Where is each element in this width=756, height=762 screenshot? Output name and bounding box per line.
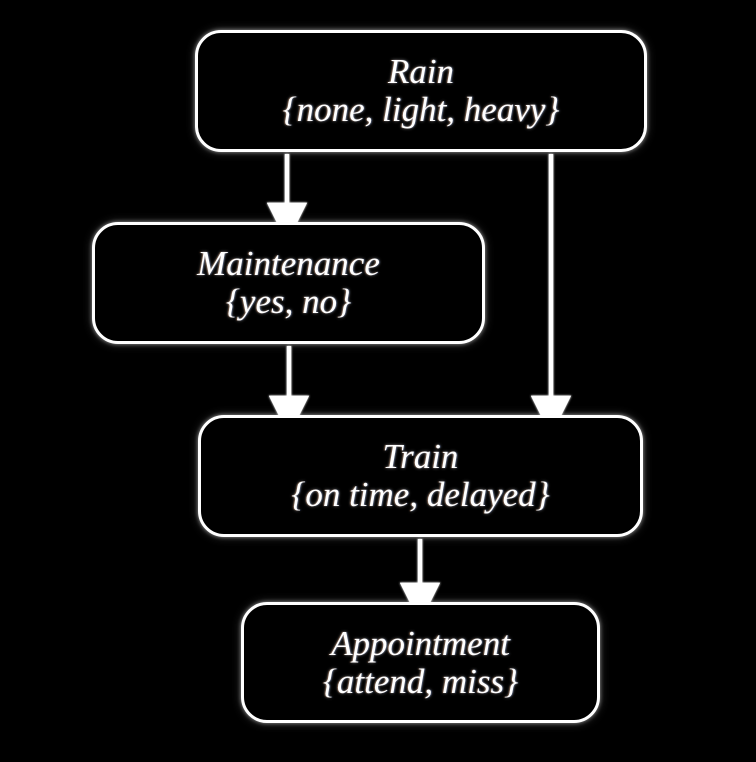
node-train-states: {on time, delayed} xyxy=(291,475,550,514)
node-rain[interactable]: Rain {none, light, heavy} xyxy=(195,30,647,152)
node-appointment[interactable]: Appointment {attend, miss} xyxy=(241,602,600,723)
node-train[interactable]: Train {on time, delayed} xyxy=(198,415,643,537)
node-train-label: Train xyxy=(382,437,459,477)
node-rain-label: Rain xyxy=(387,52,455,92)
node-maintenance[interactable]: Maintenance {yes, no} xyxy=(92,222,485,344)
node-rain-states: {none, light, heavy} xyxy=(282,90,560,129)
node-appointment-states: {attend, miss} xyxy=(322,661,519,701)
node-appointment-label: Appointment xyxy=(331,623,510,663)
node-maintenance-states: {yes, no} xyxy=(225,282,352,321)
node-maintenance-label: Maintenance xyxy=(197,244,380,284)
